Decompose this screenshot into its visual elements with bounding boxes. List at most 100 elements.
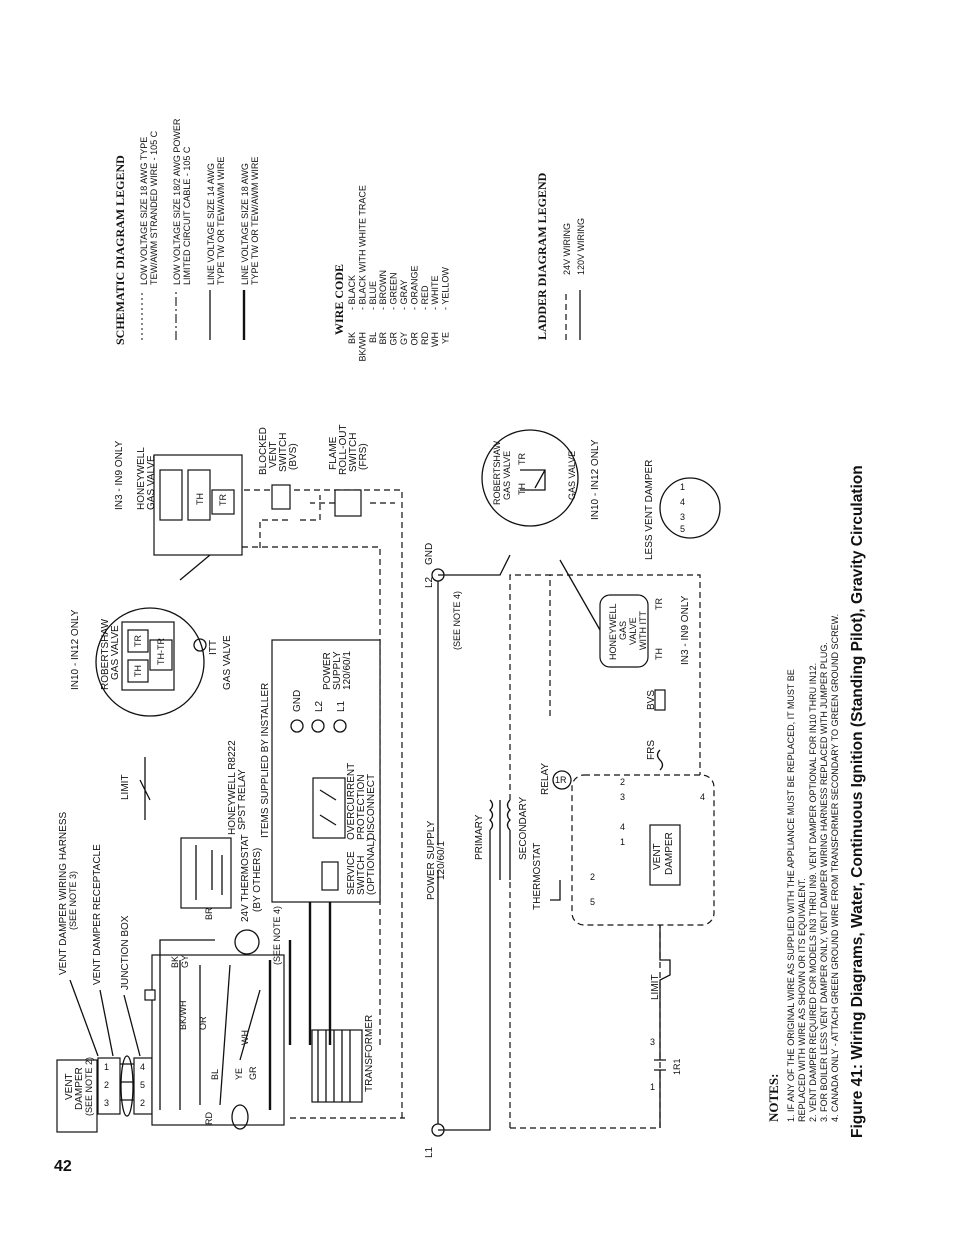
sch-harness-label: VENT DAMPER WIRING HARNESS (58, 812, 69, 975)
svg-text:1: 1 (104, 1062, 109, 1072)
sch-wire-wh: WH (240, 1030, 250, 1045)
sch-wire-bkwh: BK/WH (178, 1000, 188, 1030)
sch-gnd: GND (292, 690, 303, 712)
sch-items-installer: ITEMS SUPPLIED BY INSTALLER (260, 683, 271, 838)
ladder-gnd: GND (424, 543, 435, 565)
note-1b: REPLACED WITH WIRE AS SHOWN OR ITS EQUIV… (797, 878, 807, 1122)
sch-service-switch2: SWITCH (356, 856, 367, 895)
sch-receptacle-label: VENT DAMPER RECEPTACLE (92, 844, 103, 985)
wire-code-8-name: - WHITE (430, 276, 440, 311)
ladder-l1: L1 (424, 1146, 435, 1158)
figure-caption: Figure 41: Wiring Diagrams, Water, Conti… (849, 465, 866, 1138)
note-4: 4. CANADA ONLY - ATTACH GREEN GROUND WIR… (830, 614, 840, 1122)
sch-relay-label2: SPST RELAY (237, 769, 248, 830)
sch-bvs1: BLOCKED (258, 427, 269, 475)
ladder-pin-2b: 2 (620, 777, 625, 787)
wire-code-5-code: GY (399, 332, 409, 345)
sch-wire-or: OR (198, 1016, 208, 1030)
legend-item-3a: LINE VOLTAGE SIZE 14 AWG (206, 163, 216, 285)
sch-wire-gr: GR (248, 1066, 258, 1080)
ladder-power-supply2: 120/60/1 (436, 841, 447, 880)
sch-junction-box-label: JUNCTION BOX (120, 915, 131, 990)
sch-vent-damper-label: VENT (64, 1073, 75, 1100)
ladder-rs-th: TH (517, 483, 527, 495)
ladder-relay-contact: 1R1 (672, 1058, 682, 1075)
sch-rs-models: IN10 - IN12 ONLY (70, 609, 81, 690)
svg-text:5: 5 (680, 524, 685, 534)
sch-frs3: SWITCH (348, 433, 359, 472)
ladder-vent-damper: VENT (652, 843, 663, 870)
ladder-vent-damper2: DAMPER (664, 832, 675, 875)
sch-hw-models: IN3 - IN9 ONLY (114, 440, 125, 510)
schematic-legend-title: SCHEMATIC DIAGRAM LEGEND (113, 155, 127, 345)
ladder-hw3: VALVE (628, 617, 638, 645)
sch-vent-damper-label2: DAMPER (74, 1067, 85, 1110)
wire-code-5-name: - GRAY (399, 280, 409, 310)
sch-wire-ye: YE (234, 1068, 244, 1080)
sch-bvs4: (BVS) (288, 443, 299, 470)
wire-code-0-name: - BLACK (347, 275, 357, 310)
svg-text:1: 1 (680, 482, 685, 492)
wire-code-9-code: YE (441, 332, 451, 344)
sch-power-supply2: SUPPLY (332, 651, 343, 690)
wire-code-4-name: - GREEN (389, 272, 399, 310)
wire-code-0-code: BK (347, 332, 357, 344)
svg-text:3: 3 (680, 512, 685, 522)
ladder-diagram: L1 L2 GND POWER SUPPLY 120/60/1 (SEE NOT… (424, 429, 721, 1158)
legend-item-3b: TYPE TW OR TEW/AWM WIRE (216, 157, 226, 285)
wire-code-7-name: - RED (420, 285, 430, 310)
sch-frs2: ROLL-OUT (338, 424, 349, 475)
sch-hw-gasvalve: GAS VALVE (146, 455, 157, 510)
ladder-rs-models: IN10 - IN12 ONLY (590, 439, 601, 520)
ladder-rs-gasvalve: GAS VALVE (567, 451, 577, 500)
ladder-see-note4: (SEE NOTE 4) (452, 591, 462, 650)
sch-wire-bl: BL (210, 1069, 220, 1080)
sch-wire-bk: BK (170, 956, 180, 968)
ladder-hw: HONEYWELL (608, 603, 618, 660)
ladder-relay: RELAY (540, 763, 551, 795)
wire-code-6-code: OR (409, 331, 419, 345)
wire-code-4-code: GR (389, 331, 399, 345)
wire-code-9-name: - YELLOW (441, 267, 451, 310)
wire-code-2-name: - BLUE (368, 281, 378, 310)
wire-code-title: WIRE CODE (332, 264, 346, 335)
wire-code-3-code: BR (378, 332, 388, 345)
sch-l1: L1 (336, 700, 347, 712)
sch-relay-label: HONEYWELL R8222 (227, 740, 238, 835)
sch-wire-br: BR (204, 907, 214, 920)
sch-rs-thtr: TH-TR (156, 638, 166, 665)
sch-hw-tr: TR (218, 494, 228, 506)
sch-thermostat-label2: (BY OTHERS) (252, 848, 263, 912)
note-1: 1. IF ANY OF THE ORIGINAL WIRE AS SUPPLI… (786, 669, 796, 1122)
svg-text:4: 4 (140, 1062, 145, 1072)
ladder-legend-120v: 120V WIRING (576, 218, 586, 275)
ladder-pin-2: 2 (590, 872, 595, 882)
ladder-pin-3: 3 (620, 792, 625, 802)
ladder-pin-4b: 4 (700, 792, 705, 802)
schematic-legend: SCHEMATIC DIAGRAM LEGEND LOW VOLTAGE SIZ… (113, 118, 260, 345)
ladder-pin-5: 5 (590, 897, 595, 907)
sch-wire-gy: GY (180, 955, 190, 968)
legend-item-2a: LOW VOLTAGE SIZE 18/2 AWG POWER (172, 118, 182, 285)
ladder-relay-coil: 1R (555, 775, 567, 785)
wire-code-8-code: WH (430, 332, 440, 347)
ladder-power-supply: POWER SUPPLY (426, 820, 437, 900)
sch-power-supply: POWER (322, 652, 333, 690)
ladder-legend-title: LADDER DIAGRAM LEGEND (535, 172, 549, 340)
sch-overcurrent: OVERCURRENT (346, 763, 357, 840)
svg-text:2: 2 (104, 1080, 109, 1090)
ladder-rs: ROBERTSHAW (492, 440, 502, 505)
sch-rs-gasvalve: GAS VALVE (110, 625, 121, 680)
ladder-l2: L2 (424, 576, 435, 588)
svg-text:5: 5 (140, 1080, 145, 1090)
ladder-hw-th: TH (654, 648, 664, 660)
legend-item-2b: LIMITED CIRCUIT CABLE - 105 C (182, 146, 192, 285)
sch-bvs2: VENT (268, 441, 279, 468)
sch-thermostat-label: 24V THERMOSTAT (240, 834, 251, 922)
ladder-limit: LIMIT (650, 974, 661, 1000)
page-number: 42 (54, 1158, 72, 1175)
sch-transformer-label: TRANSFORMER (364, 1015, 375, 1092)
legend-item-1b: TEW/AWM STRANDED WIRE - 105 C (149, 130, 159, 285)
sch-rs-th: TH (133, 665, 143, 677)
